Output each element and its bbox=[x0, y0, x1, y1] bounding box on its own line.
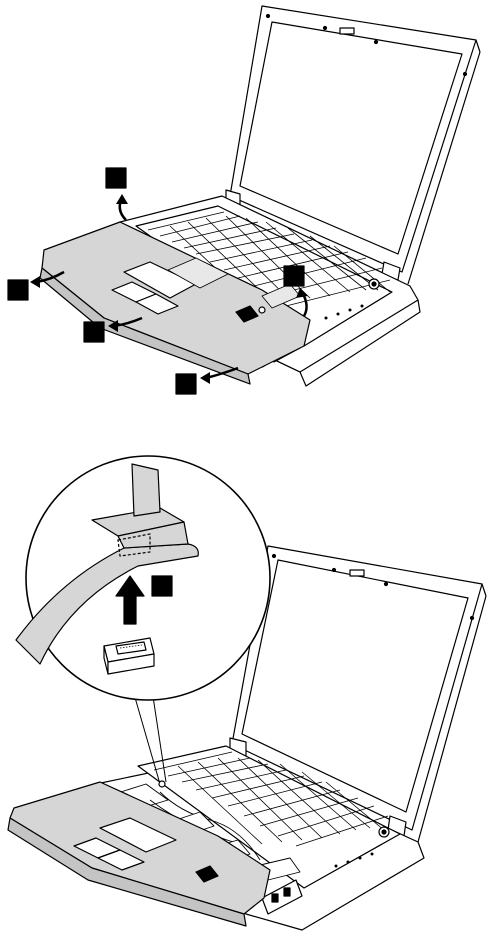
top-camera bbox=[340, 28, 354, 34]
top-laptop-illustration bbox=[8, 6, 480, 394]
step-marker-1b bbox=[8, 280, 28, 300]
step-marker-2 bbox=[152, 576, 172, 596]
bottom-camera bbox=[350, 570, 364, 576]
step-marker-1a bbox=[106, 168, 126, 188]
step-marker-1c bbox=[84, 322, 104, 342]
touchpad-connector bbox=[159, 781, 165, 787]
step-marker-1e bbox=[176, 374, 196, 394]
cable-pull-tab bbox=[132, 464, 160, 516]
magnifier-callout bbox=[16, 456, 270, 700]
step-marker-1d bbox=[284, 266, 304, 286]
